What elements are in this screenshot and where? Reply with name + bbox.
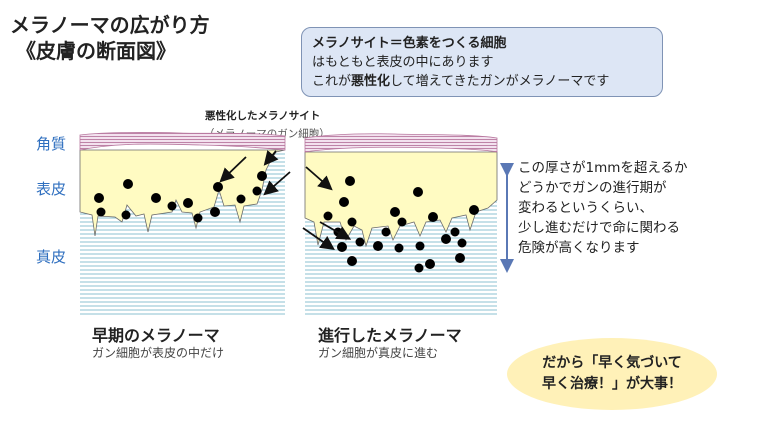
conclusion-oval: だから「早く気づいて 早く治療！」が大事！ (507, 338, 717, 410)
thickness-note: この厚さが1mmを超えるか どうかでガンの進行期が 変わるというくらい、 少し進… (518, 158, 754, 258)
info-line3-bold: 悪性化 (351, 74, 391, 89)
thickness-note-line: この厚さが1mmを超えるか (518, 160, 688, 176)
title-line2: 《皮膚の断面図》 (16, 39, 176, 63)
thickness-note-line: 少し進むだけで命に関わる (518, 220, 680, 236)
early-subtitle: ガン細胞が表皮の中だけ (92, 346, 225, 360)
conclusion-line1: だから「早く気づいて (542, 355, 682, 371)
advanced-subtitle: ガン細胞が真皮に進む (318, 346, 439, 360)
thickness-note-line: 変わるというくらい、 (518, 200, 653, 216)
advanced-melanoma-diagram (302, 133, 498, 315)
info-line3-post: して増えてきたガンがメラノーマです (390, 74, 610, 89)
info-heading: メラノサイト＝色素をつくる細胞 (312, 36, 507, 51)
label-hyohi: 表皮 (36, 180, 67, 198)
conclusion-line2: 早く治療！」が大事！ (542, 376, 682, 392)
page-title: メラノーマの広がり方 《皮膚の断面図》 (10, 12, 210, 64)
early-title: 早期のメラノーマ (92, 326, 220, 345)
label-kakushitsu: 角質 (36, 135, 67, 153)
advanced-title: 進行したメラノーマ (318, 326, 462, 345)
callout-bold: 悪性化したメラノサイト (205, 110, 321, 122)
info-line3: これが悪性化して増えてきたガンがメラノーマです (312, 72, 652, 91)
early-melanoma-diagram (79, 132, 291, 315)
left-corneum (79, 132, 286, 151)
right-corneum (304, 133, 498, 153)
info-line2: はもともと表皮の中にあります (312, 55, 494, 70)
title-line1: メラノーマの広がり方 (10, 13, 210, 37)
label-shinpi: 真皮 (36, 248, 67, 266)
info-line3-pre: これが (312, 74, 352, 89)
info-box: メラノサイト＝色素をつくる細胞 はもともと表皮の中にあります これが悪性化して増… (301, 27, 663, 97)
thickness-note-line: 危険が高くなります (518, 240, 640, 256)
thickness-note-line: どうかでガンの進行期が (518, 180, 667, 196)
